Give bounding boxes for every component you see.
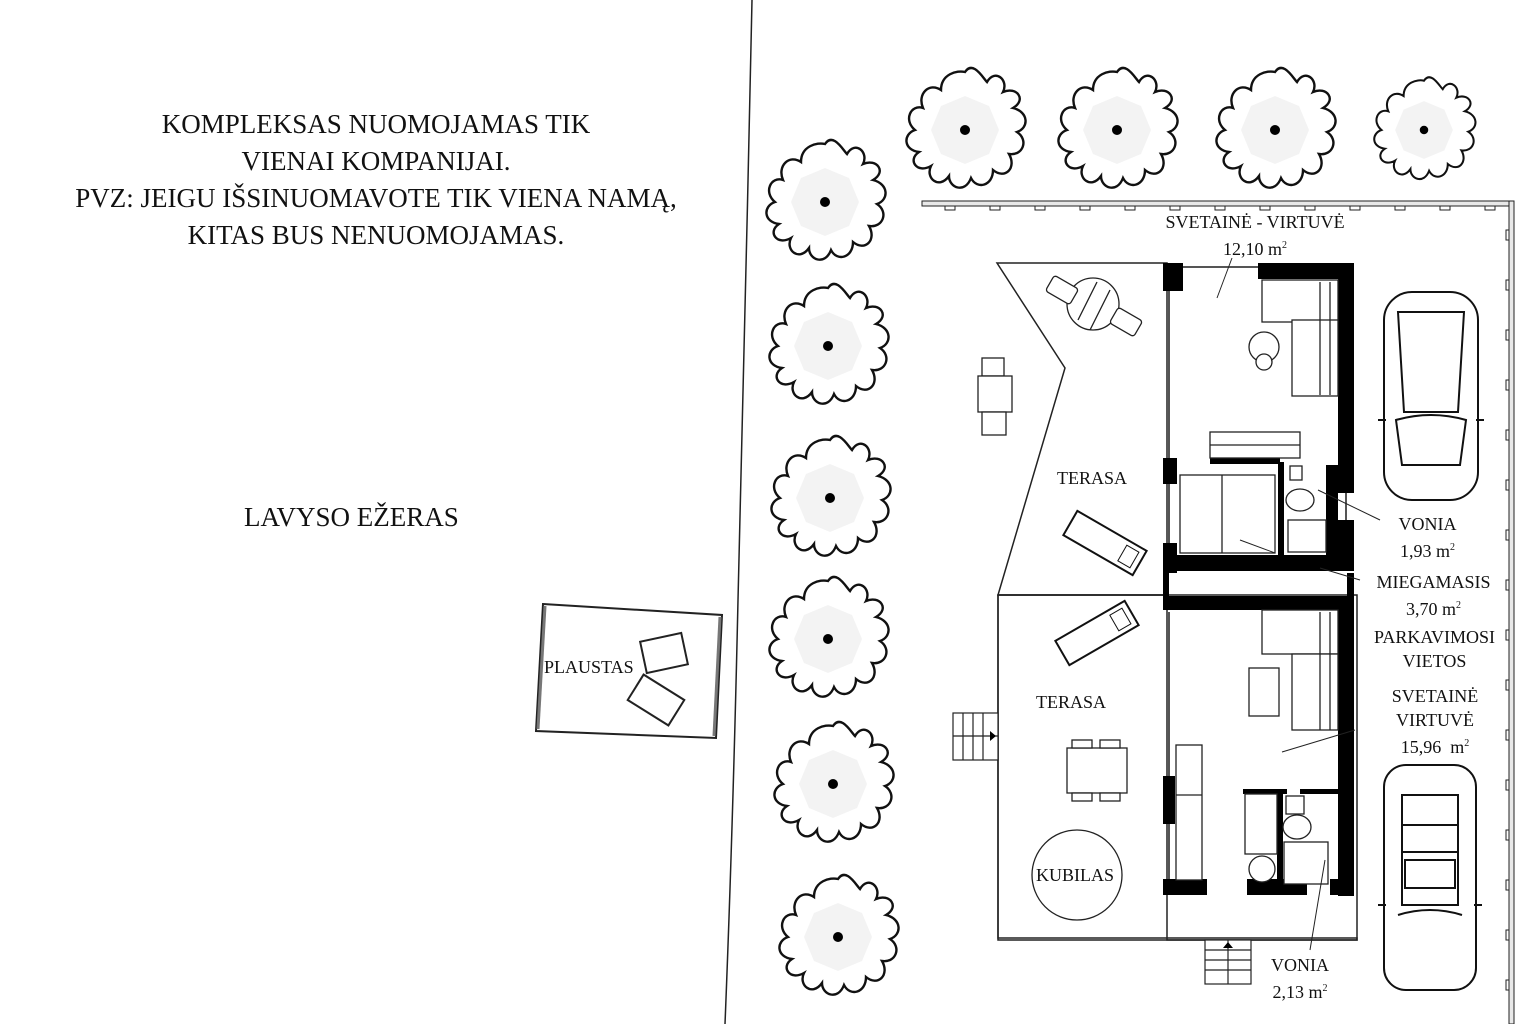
car-icon-top: [1378, 291, 1484, 501]
tree-icon: [768, 575, 890, 698]
notice-line: KOMPLEKSAS NUOMOJAMAS TIK: [161, 109, 591, 139]
hot-tub-label: KUBILAS: [1036, 865, 1115, 885]
house-2-furniture: [1031, 609, 1339, 921]
room-area: 15,96 m2: [1400, 737, 1470, 757]
room-label-bedroom: MIEGAMASIS 3,70 m2: [1366, 570, 1501, 621]
lake-label: LAVYSO EŽERAS: [244, 502, 459, 532]
tree-icon: [768, 282, 890, 405]
tree-icon: [1057, 66, 1179, 189]
tree-icon: [1373, 76, 1477, 181]
fence-top: [921, 200, 1511, 211]
room-area: 3,70 m2: [1405, 599, 1461, 619]
raft: [534, 602, 724, 740]
room-area: 2,13 m2: [1272, 982, 1328, 1002]
shoreline: [724, 0, 753, 1024]
tree-icon: [1215, 66, 1337, 189]
leader-lines: [1216, 257, 1381, 951]
fence-right: [1505, 200, 1515, 1024]
room-label-bath-2: VONIA 2,13 m2: [1260, 953, 1340, 1004]
room-area: 1,93 m2: [1399, 541, 1455, 561]
terrace-2-label: TERASA: [1036, 692, 1107, 712]
tree-icon: [778, 873, 900, 996]
room-name: SVETAINĖ - VIRTUVĖ: [1165, 212, 1345, 232]
room-name: VONIA: [1398, 514, 1457, 534]
room-label-bath-1: VONIA 1,93 m2: [1380, 512, 1475, 563]
tree-icon: [905, 66, 1027, 189]
room-label-living-2: SVETAINĖ VIRTUVĖ 15,96 m2: [1380, 684, 1490, 759]
notice-line: KITAS BUS NENUOMOJAMAS.: [187, 220, 565, 250]
room-label-living-1: SVETAINĖ - VIRTUVĖ 12,10 m2: [1150, 210, 1360, 261]
sun-lounger-1: [1062, 509, 1148, 577]
parking-label: PARKAVIMOSI VIETOS: [1373, 627, 1496, 671]
house-walls: [1163, 263, 1354, 896]
rental-notice: KOMPLEKSAS NUOMOJAMAS TIK VIENAI KOMPANI…: [0, 106, 752, 254]
notice-line: PVZ: JEIGU IŠSINUOMAVOTE TIK VIENA NAMĄ,: [75, 183, 677, 213]
car-icon-bottom: [1378, 764, 1482, 991]
tree-icon: [765, 138, 887, 261]
terrace-1-label: TERASA: [1057, 468, 1128, 488]
tree-icon: [773, 720, 895, 843]
raft-label: PLAUSTAS: [544, 657, 634, 677]
house-1-furniture: [977, 275, 1339, 554]
sun-lounger-2: [1054, 599, 1140, 667]
tree-icon: [770, 434, 892, 557]
room-name: MIEGAMASIS: [1376, 572, 1491, 592]
room-area: 12,10 m2: [1222, 239, 1287, 259]
notice-line: VIENAI KOMPANIJAI.: [241, 146, 511, 176]
